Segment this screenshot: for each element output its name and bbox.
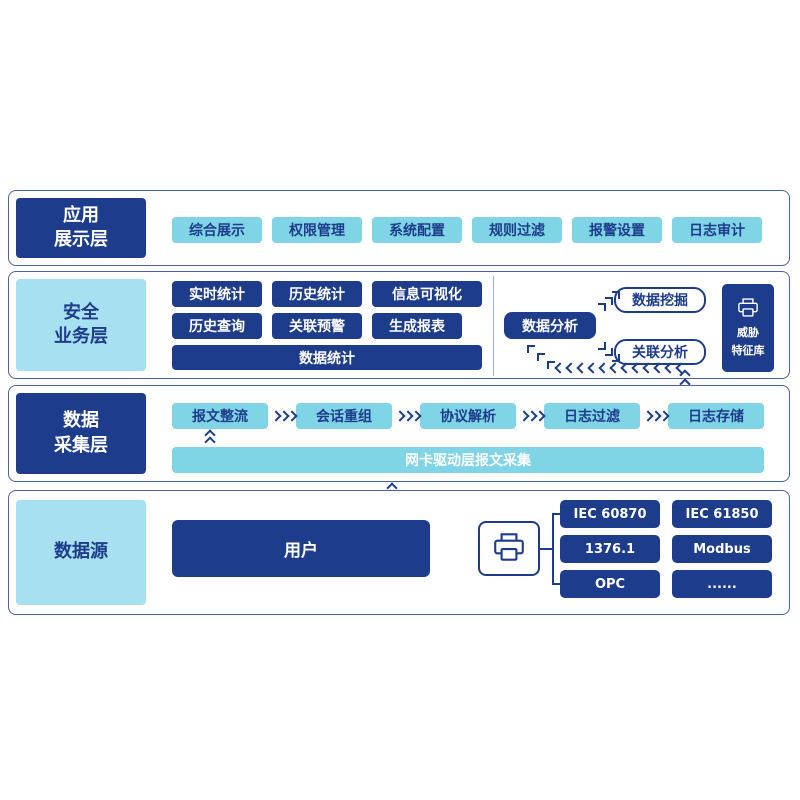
- section-divider: [493, 276, 494, 376]
- data-mining-node: 数据挖掘: [614, 287, 706, 313]
- node-packet-shaping: 报文整流: [172, 403, 268, 429]
- data-stats-bar: 数据统计: [172, 345, 482, 370]
- node-info-visualization: 信息可视化: [372, 281, 482, 307]
- node-session-reassembly: 会话重组: [296, 403, 392, 429]
- connector-line: [540, 548, 553, 550]
- chevron-icon: [605, 297, 613, 305]
- chevron-icon: [547, 361, 555, 369]
- label-line: 展示层: [54, 229, 108, 250]
- protocol-box-opc: OPC: [560, 570, 660, 598]
- label-line: 威胁: [737, 326, 759, 340]
- node-log-filter: 日志过滤: [544, 403, 640, 429]
- label-line: 业务层: [54, 326, 108, 347]
- device-printer-box: [478, 521, 540, 576]
- node-protocol-parsing: 协议解析: [420, 403, 516, 429]
- layer-data-collection-label: 数据 采集层: [16, 393, 146, 474]
- node-report-generation: 生成报表: [372, 313, 462, 339]
- protocol-box-1376-1: 1376.1: [560, 535, 660, 563]
- chevron-icon: [537, 353, 545, 361]
- label-line: 数据: [63, 410, 99, 432]
- printer-icon: [491, 531, 527, 567]
- connector-line: [552, 513, 554, 585]
- app-item-system-config: 系统配置: [372, 217, 462, 243]
- node-correlation-alert: 关联预警: [272, 313, 362, 339]
- data-analysis-node: 数据分析: [504, 312, 596, 339]
- label-line: 安全: [63, 301, 99, 323]
- label-line: 应用: [63, 204, 99, 226]
- chevron-icon: [527, 345, 535, 353]
- label-line: 数据源: [54, 541, 108, 563]
- protocol-box-others: ......: [672, 570, 772, 598]
- printer-icon: [736, 297, 760, 323]
- layer-data-source-label: 数据源: [16, 500, 146, 605]
- app-item-log-audit: 日志审计: [672, 217, 762, 243]
- nic-driver-bar: 网卡驱动层报文采集: [172, 447, 764, 473]
- chevron-icon: [612, 291, 620, 299]
- layer-security-business-label: 安全 业务层: [16, 279, 146, 371]
- protocol-box-modbus: Modbus: [672, 535, 772, 563]
- user-source-box: 用户: [172, 520, 430, 577]
- correlation-analysis-node: 关联分析: [614, 339, 706, 365]
- chevron-icon: [612, 354, 620, 362]
- node-realtime-stats: 实时统计: [172, 281, 262, 307]
- node-history-stats: 历史统计: [272, 281, 362, 307]
- node-log-storage: 日志存储: [668, 403, 764, 429]
- chevron-icon: [598, 303, 606, 311]
- threat-feature-db: 威胁 特征库: [722, 284, 774, 372]
- app-item-comprehensive-display: 综合展示: [172, 217, 262, 243]
- label-line: 采集层: [54, 434, 108, 456]
- protocol-box-iec60870: IEC 60870: [560, 500, 660, 528]
- app-item-alarm-settings: 报警设置: [572, 217, 662, 243]
- label-line: 特征库: [731, 343, 765, 357]
- connector-line: [552, 513, 560, 515]
- connector-line: [552, 583, 560, 585]
- app-item-rule-filter: 规则过滤: [472, 217, 562, 243]
- node-history-query: 历史查询: [172, 313, 262, 339]
- app-item-permission-mgmt: 权限管理: [272, 217, 362, 243]
- protocol-box-iec61850: IEC 61850: [672, 500, 772, 528]
- layer-app-display-label: 应用 展示层: [16, 198, 146, 258]
